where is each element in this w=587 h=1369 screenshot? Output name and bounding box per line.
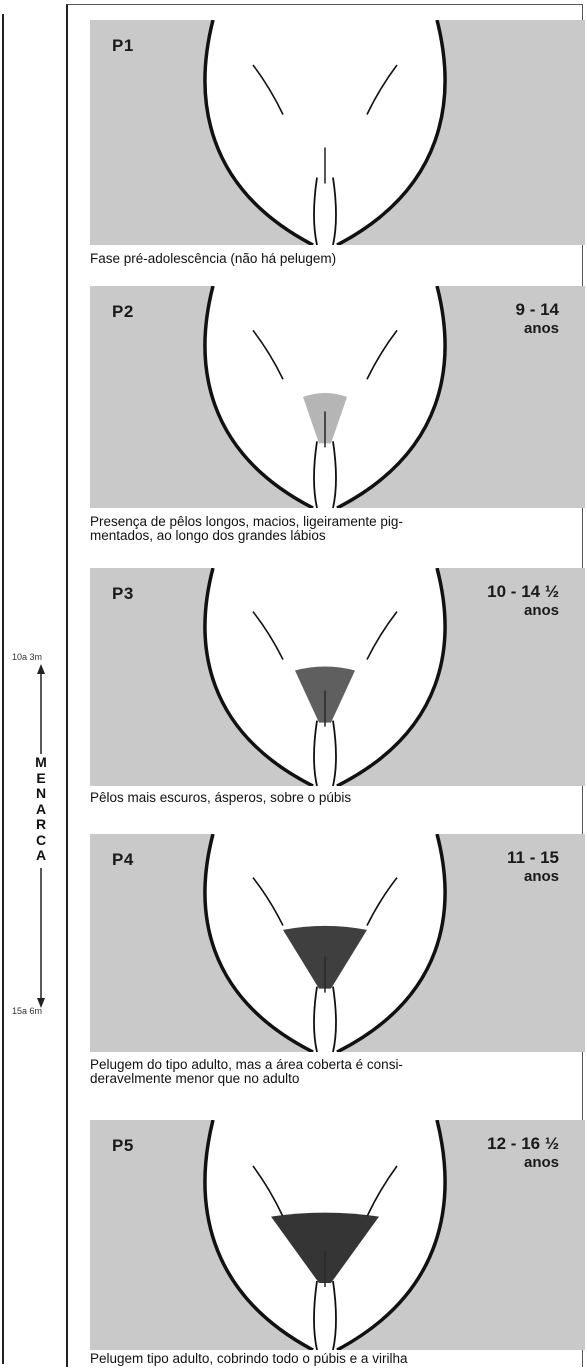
stage-caption: Presença de pêlos longos, macios, ligeir… bbox=[90, 515, 585, 543]
menarca-end-label: 15a 6m bbox=[12, 1006, 42, 1016]
menarca-annotation: 10a 3m M E N A R C A 15a 6m bbox=[0, 0, 70, 1369]
stage-label: P2 bbox=[112, 302, 134, 322]
stage-label: P4 bbox=[112, 850, 134, 870]
menarca-letter: N bbox=[34, 786, 48, 802]
age-unit: anos bbox=[449, 1153, 559, 1172]
stage-illustration: P1 bbox=[90, 20, 585, 245]
stage-caption: Pêlos mais escuros, ásperos, sobre o púb… bbox=[90, 791, 585, 805]
menarca-letter: M bbox=[34, 755, 48, 771]
stage-caption: Fase pré-adolescência (não há pelugem) bbox=[90, 252, 585, 266]
age-range: 9 - 14 anos bbox=[449, 300, 559, 338]
age-range: 10 - 14 ½ anos bbox=[449, 582, 559, 620]
age-range-value: 10 - 14 ½ bbox=[487, 582, 559, 601]
stage-label: P3 bbox=[112, 584, 134, 604]
age-range-value: 12 - 16 ½ bbox=[487, 1134, 559, 1153]
stage-illustration: P4 11 - 15 anos bbox=[90, 834, 585, 1052]
menarca-letter: A bbox=[34, 848, 48, 864]
age-unit: anos bbox=[449, 867, 559, 886]
menarca-letter: C bbox=[34, 833, 48, 849]
menarca-word: M E N A R C A bbox=[34, 755, 48, 864]
pelvis-illustration bbox=[90, 20, 585, 245]
stage-caption: Pelugem do tipo adulto, mas a área cober… bbox=[90, 1058, 585, 1086]
age-range: 11 - 15 anos bbox=[449, 848, 559, 886]
menarca-down-arrow bbox=[34, 868, 48, 1008]
menarca-start-label: 10a 3m bbox=[12, 652, 42, 662]
age-range-value: 11 - 15 bbox=[507, 848, 559, 867]
stage-illustration: P5 12 - 16 ½ anos bbox=[90, 1120, 585, 1350]
stage-illustration: P3 10 - 14 ½ anos bbox=[90, 568, 585, 786]
stage-label: P1 bbox=[112, 36, 134, 56]
age-range: 12 - 16 ½ anos bbox=[449, 1134, 559, 1172]
stage-caption: Pelugem tipo adulto, cobrindo todo o púb… bbox=[90, 1352, 585, 1366]
menarca-letter: E bbox=[34, 771, 48, 787]
stage-illustration: P2 9 - 14 anos bbox=[90, 286, 585, 508]
age-unit: anos bbox=[449, 601, 559, 620]
age-unit: anos bbox=[449, 319, 559, 338]
menarca-letter: R bbox=[34, 817, 48, 833]
age-range-value: 9 - 14 bbox=[516, 300, 559, 319]
menarca-up-arrow bbox=[34, 664, 48, 754]
menarca-letter: A bbox=[34, 802, 48, 818]
stage-label: P5 bbox=[112, 1136, 134, 1156]
